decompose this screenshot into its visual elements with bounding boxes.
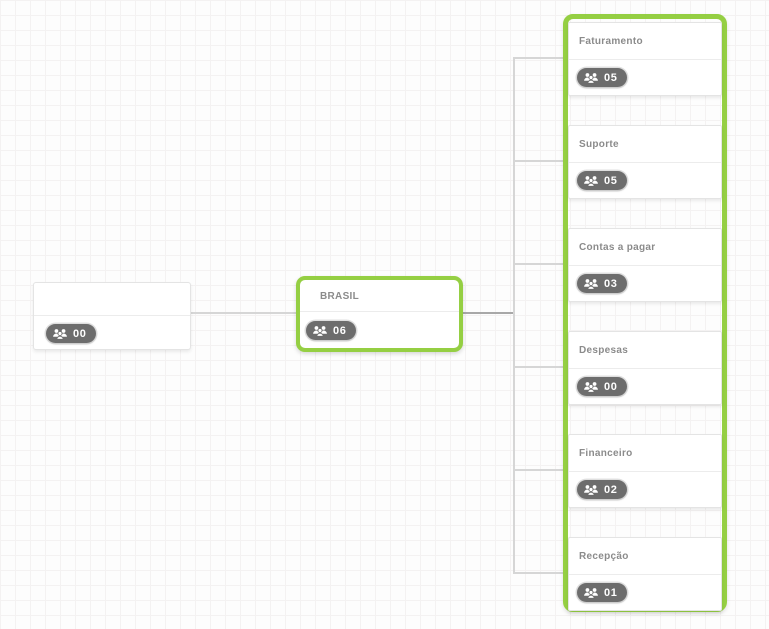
node-title: Suporte bbox=[579, 139, 619, 150]
member-count: 03 bbox=[604, 277, 618, 290]
org-node-suporte[interactable]: Suporte 05 bbox=[568, 125, 722, 199]
member-count: 06 bbox=[333, 324, 347, 337]
node-title: Financeiro bbox=[579, 448, 633, 459]
node-title bbox=[34, 283, 190, 315]
connector-branch-2 bbox=[513, 160, 563, 162]
org-node-recepcao[interactable]: Recepção 01 bbox=[568, 537, 722, 611]
member-count-badge[interactable]: 00 bbox=[577, 377, 628, 396]
users-group-icon bbox=[583, 175, 599, 187]
node-title: BRASIL bbox=[320, 291, 360, 302]
users-group-icon bbox=[583, 72, 599, 84]
node-divider bbox=[300, 311, 459, 312]
node-title: Recepção bbox=[579, 551, 629, 562]
connector-branch-6 bbox=[513, 572, 563, 574]
node-divider bbox=[569, 574, 721, 575]
member-count-badge[interactable]: 02 bbox=[577, 480, 628, 499]
org-node-root[interactable]: 00 bbox=[33, 282, 191, 350]
member-count-badge[interactable]: 05 bbox=[577, 171, 628, 190]
member-count: 05 bbox=[604, 71, 618, 84]
children-group-selection-outline bbox=[563, 14, 727, 612]
member-count-badge[interactable]: 01 bbox=[577, 583, 628, 602]
connector-branch-5 bbox=[513, 469, 563, 471]
users-group-icon bbox=[52, 328, 68, 340]
member-count-badge[interactable]: 05 bbox=[577, 68, 628, 87]
node-divider bbox=[569, 265, 721, 266]
connector-branch-3 bbox=[513, 263, 563, 265]
users-group-icon bbox=[312, 325, 328, 337]
connector-root-brasil bbox=[191, 312, 296, 314]
node-divider bbox=[569, 59, 721, 60]
users-group-icon bbox=[583, 484, 599, 496]
node-divider bbox=[569, 162, 721, 163]
member-count: 02 bbox=[604, 483, 618, 496]
connector-brasil-spine bbox=[463, 312, 513, 314]
member-count: 01 bbox=[604, 586, 618, 599]
connector-branch-4 bbox=[513, 366, 563, 368]
node-title: Despesas bbox=[579, 345, 629, 356]
node-divider bbox=[34, 315, 190, 316]
member-count-badge[interactable]: 03 bbox=[577, 274, 628, 293]
node-title: Faturamento bbox=[579, 36, 643, 47]
connector-branch-1 bbox=[513, 57, 563, 59]
org-node-financeiro[interactable]: Financeiro 02 bbox=[568, 434, 722, 508]
org-node-brasil[interactable]: BRASIL 06 bbox=[296, 276, 463, 352]
connector-spine bbox=[513, 57, 515, 574]
users-group-icon bbox=[583, 587, 599, 599]
member-count: 00 bbox=[604, 380, 618, 393]
node-title: Contas a pagar bbox=[579, 242, 656, 253]
users-group-icon bbox=[583, 278, 599, 290]
node-divider bbox=[569, 368, 721, 369]
node-divider bbox=[569, 471, 721, 472]
member-count-badge[interactable]: 06 bbox=[306, 321, 357, 340]
org-node-despesas[interactable]: Despesas 00 bbox=[568, 331, 722, 405]
users-group-icon bbox=[583, 381, 599, 393]
member-count-badge[interactable]: 00 bbox=[46, 324, 97, 343]
org-node-faturamento[interactable]: Faturamento 05 bbox=[568, 22, 722, 96]
member-count: 05 bbox=[604, 174, 618, 187]
member-count: 00 bbox=[73, 327, 87, 340]
org-node-contas-a-pagar[interactable]: Contas a pagar 03 bbox=[568, 228, 722, 302]
